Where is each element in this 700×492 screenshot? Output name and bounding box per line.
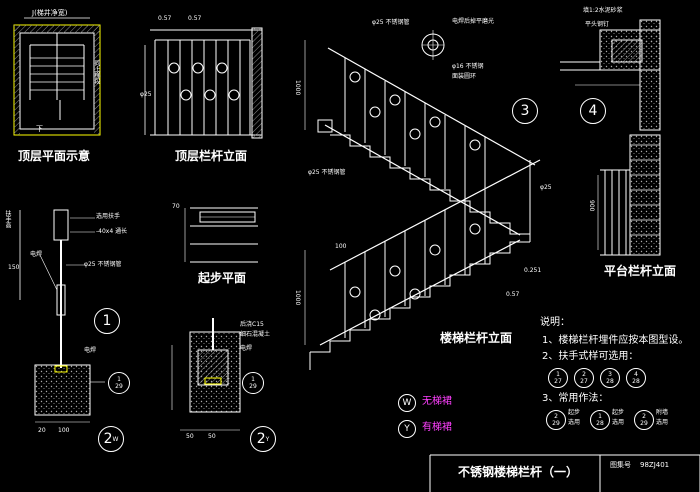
note-2: 2、扶手式样可选用： xyxy=(542,351,639,362)
dim-251-label: 0.251 xyxy=(524,267,542,274)
dim-1000-top: 1000 xyxy=(294,80,301,96)
method-3-label-b: 选用 xyxy=(656,419,669,426)
legend-y-circle: Y xyxy=(398,420,416,438)
platform-railing-drawing xyxy=(597,134,661,256)
callout-1: 1 xyxy=(94,308,120,334)
note-1: 1、楼梯栏杆埋件应按本图型设。 xyxy=(542,335,689,346)
legend-w-circle: W xyxy=(398,394,416,412)
ring-ball-label: 面装圆环 xyxy=(452,73,477,80)
sheet-label: 图集号 xyxy=(610,461,631,469)
sheet-number: 98ZJ401 xyxy=(640,461,670,469)
ring-bolt-label: φ16 不锈钢 xyxy=(452,63,484,70)
handrail-option-label: 选用扶手 xyxy=(96,213,121,220)
weld-label-1: 电焊 xyxy=(30,251,43,258)
detail-4-drawing xyxy=(560,19,661,131)
handrail-height-label: 扶手高 xyxy=(4,210,11,228)
mortar-label: 填1:2水泥砂浆 xyxy=(583,7,623,14)
callout-4: 4 xyxy=(580,98,606,124)
weld-label-2: 电焊 xyxy=(84,347,97,354)
start-plan-title: 起步平面 xyxy=(198,271,247,285)
dim-057-stair: 0.57 xyxy=(506,291,520,298)
dim-057-a: 0.57 xyxy=(158,15,172,22)
steel-tube-label-2: φ25 不锈钢管 xyxy=(372,19,410,26)
dim-900-label: 900 xyxy=(588,200,595,212)
method-1-label: 起步 xyxy=(568,409,581,416)
dim-100-stair: 100 xyxy=(335,243,347,250)
dim-20-w: 20 xyxy=(38,427,46,434)
phi25-top-label: φ25 xyxy=(140,91,152,98)
detail-2y-drawing xyxy=(171,318,241,431)
dim-50-y-b: 50 xyxy=(208,433,216,440)
ring-detail-drawing xyxy=(421,30,445,60)
top-plan-drawing xyxy=(13,17,101,136)
method-3-label: 附墙 xyxy=(656,409,669,416)
stair-railing-title: 楼梯栏杆立面 xyxy=(440,331,513,345)
callout-3: 3 xyxy=(512,98,538,124)
note-3: 3、常用作法： xyxy=(542,393,609,404)
start-plan-drawing xyxy=(184,207,258,263)
detail-2w-drawing xyxy=(34,350,105,423)
fine-stone-label: 细石混凝土 xyxy=(240,331,271,338)
top-plan-title: 顶层平面示意 xyxy=(18,149,91,163)
dim-50-y-a: 50 xyxy=(186,433,194,440)
title-block xyxy=(429,454,700,492)
stair-width-label: J(梯井净宽) xyxy=(32,9,68,17)
down-label: 下 xyxy=(36,125,43,133)
steel-tube-label-3: φ25 不锈钢管 xyxy=(308,169,346,176)
start-70-label: 70 xyxy=(172,203,180,210)
dim-1000-bottom: 1000 xyxy=(294,290,301,306)
notes-title: 说明： xyxy=(540,317,570,328)
method-2-label: 起步 xyxy=(612,409,625,416)
dim-150-label: 150 xyxy=(8,264,20,271)
post-cast-label: 后浇C15 xyxy=(240,321,264,328)
stair-railing-drawing xyxy=(304,40,541,370)
method-2-label-b: 选用 xyxy=(612,419,625,426)
detail-1-drawing xyxy=(19,209,95,350)
same-flight-label: 同上梯段 xyxy=(93,60,100,84)
sheet-title: 不锈钢楼梯栏杆（一） xyxy=(458,465,579,479)
steel-tube-label: φ25 不锈钢管 xyxy=(84,261,122,268)
phi25-stair-label: φ25 xyxy=(540,184,552,191)
legend-with-skirt: 有梯裙 xyxy=(422,422,452,433)
ring-weld-label: 电焊后掉平磨光 xyxy=(452,18,495,25)
top-railing-title: 顶层栏杆立面 xyxy=(175,149,248,163)
flat-steel-label: -40x4 通长 xyxy=(96,228,128,235)
top-railing-drawing xyxy=(144,27,263,139)
platform-railing-title: 平台栏杆立面 xyxy=(604,264,677,278)
method-1-label-b: 选用 xyxy=(568,419,581,426)
legend-no-skirt: 无梯裙 xyxy=(422,396,452,407)
weld-label-3: 电焊 xyxy=(240,345,253,352)
flat-nail-label: 平头钢钉 xyxy=(585,21,610,28)
dim-057-b: 0.57 xyxy=(188,15,202,22)
dim-100-w: 100 xyxy=(58,427,70,434)
